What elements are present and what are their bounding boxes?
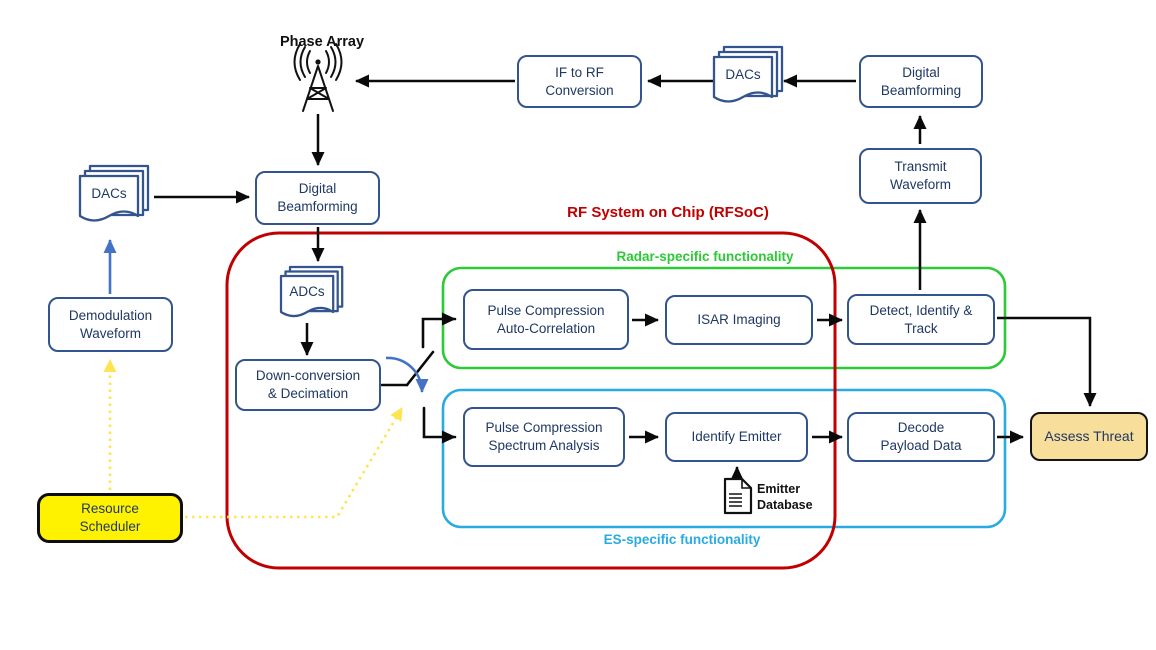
dacs-left-label: DACs [91,186,127,201]
scheduler-control-lines [103,359,404,519]
signal-arrows [154,74,1097,481]
node-detect-identify-track: Detect, Identify & Track [847,294,995,345]
es-region-outline [441,388,1007,529]
node-assess-threat: Assess Threat [1030,412,1148,461]
rfsoc-region-label: RF System on Chip (RFSoC) [567,204,769,221]
adcs-stack-icon [279,265,344,318]
emitter-database-label: Emitter Database [757,482,813,512]
dacs-top-stack-icon [712,45,784,103]
document-icon [723,477,753,515]
node-demodulation-waveform: Demodulation Waveform [48,297,173,352]
adcs-label: ADCs [289,284,325,299]
switch-toggle-arrow [385,356,429,393]
es-region-label: ES-specific functionality [603,532,761,547]
antenna-tower-icon [293,43,343,112]
dacs-top-label: DACs [725,67,761,82]
selector-switch-icon [380,312,457,444]
node-pulse-compression-auto-correlation: Pulse Compression Auto-Correlation [463,289,629,350]
node-decode-payload-data: Decode Payload Data [847,412,995,462]
radar-region-label: Radar-specific functionality [616,249,794,264]
node-digital-beamforming-rx: Digital Beamforming [255,171,380,225]
node-resource-scheduler: Resource Scheduler [37,493,183,543]
node-transmit-waveform: Transmit Waveform [859,148,982,204]
node-isar-imaging: ISAR Imaging [665,295,813,345]
phase-array-label: Phase Array [279,34,365,50]
node-down-conversion-decimation: Down-conversion & Decimation [235,359,381,411]
dacs-left-stack-icon [78,164,150,222]
node-digital-beamforming-tx: Digital Beamforming [859,55,983,108]
node-if-to-rf-conversion: IF to RF Conversion [517,55,642,108]
rfsoc-region-outline [225,231,837,570]
node-pulse-compression-spectrum-analysis: Pulse Compression Spectrum Analysis [463,407,625,467]
node-identify-emitter: Identify Emitter [665,412,808,462]
